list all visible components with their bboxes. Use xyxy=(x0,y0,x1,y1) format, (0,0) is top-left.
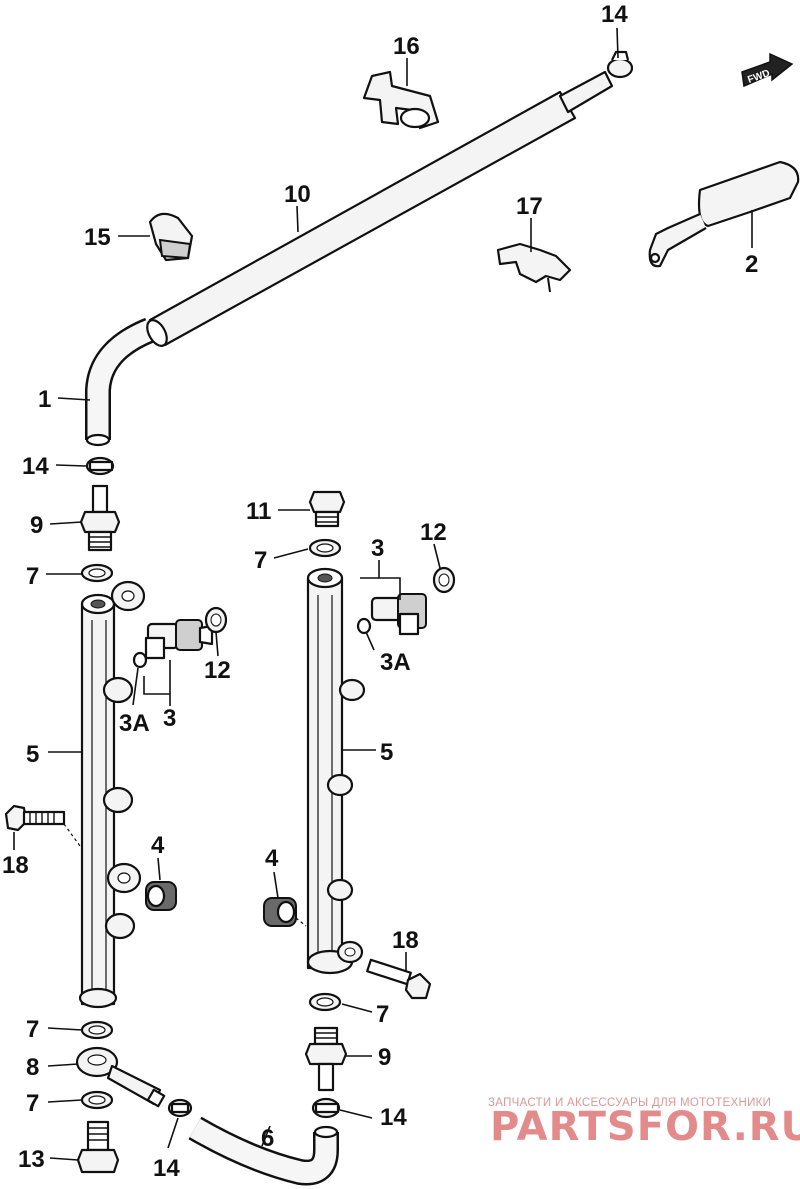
grommet-4-right xyxy=(263,897,307,927)
callout-11: 11 xyxy=(246,498,271,525)
callout-3A-right: 3A xyxy=(380,649,411,676)
callout-17: 17 xyxy=(516,193,543,220)
callout-14-left: 14 xyxy=(22,453,49,480)
watermark: ЗАПЧАСТИ И АКСЕССУАРЫ ДЛЯ МОТОТЕХНИКИ PA… xyxy=(488,1097,800,1150)
callout-2: 2 xyxy=(745,251,758,278)
bolt-18-left xyxy=(4,804,81,847)
callout-15: 15 xyxy=(84,224,111,251)
callout-3-left: 3 xyxy=(163,705,176,732)
watermark-brand: PARTSFOR.RU xyxy=(490,1104,800,1150)
callout-8: 8 xyxy=(26,1054,39,1081)
fuel-hose-part-10 xyxy=(85,70,614,447)
fwd-direction-arrow-icon: FWD xyxy=(741,52,794,88)
callout-16: 16 xyxy=(393,33,420,60)
hose-fitting-9-right xyxy=(304,1026,348,1092)
callout-12-left: 12 xyxy=(204,657,231,684)
callout-7-mid: 7 xyxy=(254,547,267,574)
hose-clip-17 xyxy=(496,242,572,293)
hose-clip-15 xyxy=(148,212,194,262)
hose-cover-part-2 xyxy=(648,160,800,268)
callout-5-left: 5 xyxy=(26,741,39,768)
callout-12-right: 12 xyxy=(420,519,447,546)
seal-12-left xyxy=(204,606,228,634)
seal-12-right xyxy=(432,566,456,594)
hose-clamp-14-left xyxy=(85,456,115,476)
plug-bolt-11 xyxy=(308,490,346,528)
callout-14-top: 14 xyxy=(601,1,628,28)
fuel-injector-3-right xyxy=(370,593,427,636)
callout-14-bottom: 14 xyxy=(153,1155,180,1182)
callout-4-left: 4 xyxy=(151,832,165,859)
callout-7-left-bottom: 7 xyxy=(26,1090,39,1117)
callout-5-right: 5 xyxy=(380,739,393,766)
callout-9-right: 9 xyxy=(378,1044,391,1071)
callout-3A-left: 3A xyxy=(119,710,150,737)
leader-lines xyxy=(13,27,753,1161)
hose-clamp-14-top xyxy=(606,50,634,79)
callout-14-right-bottom: 14 xyxy=(380,1104,407,1131)
callout-6: 6 xyxy=(261,1125,274,1152)
callout-3-right: 3 xyxy=(371,535,384,562)
bolt-18-right xyxy=(366,958,432,1000)
fuel-injector-3-left xyxy=(144,619,214,660)
callout-9-left: 9 xyxy=(30,512,43,539)
union-bolt-13 xyxy=(76,1120,120,1174)
callout-7-right-low: 7 xyxy=(376,1001,389,1028)
watermark-tagline: ЗАПЧАСТИ И АКСЕССУАРЫ ДЛЯ МОТОТЕХНИКИ xyxy=(488,1097,771,1109)
callout-13: 13 xyxy=(18,1146,45,1173)
hose-clamp-14-bottom xyxy=(167,1098,193,1118)
callout-7-left-top: 7 xyxy=(26,563,39,590)
fuel-hose-part-6 xyxy=(188,1116,339,1186)
callout-7-left-low: 7 xyxy=(26,1016,39,1043)
callout-18-right: 18 xyxy=(392,927,419,954)
hose-fitting-9-left xyxy=(79,484,121,552)
hose-clip-16 xyxy=(362,70,440,130)
fuel-delivery-pipe-5-left xyxy=(78,580,146,1009)
callout-18-left: 18 xyxy=(2,852,29,879)
callout-4-right: 4 xyxy=(265,845,279,872)
callout-1: 1 xyxy=(38,386,51,413)
fuel-delivery-pipe-5-right xyxy=(306,567,366,975)
o-ring-3A-left xyxy=(132,651,148,669)
hose-clamp-14-right-bottom xyxy=(311,1097,341,1119)
callout-10: 10 xyxy=(284,181,311,208)
grommet-4-left xyxy=(145,881,177,911)
o-ring-3A-right xyxy=(356,617,372,635)
banjo-fitting-8 xyxy=(75,1046,166,1108)
